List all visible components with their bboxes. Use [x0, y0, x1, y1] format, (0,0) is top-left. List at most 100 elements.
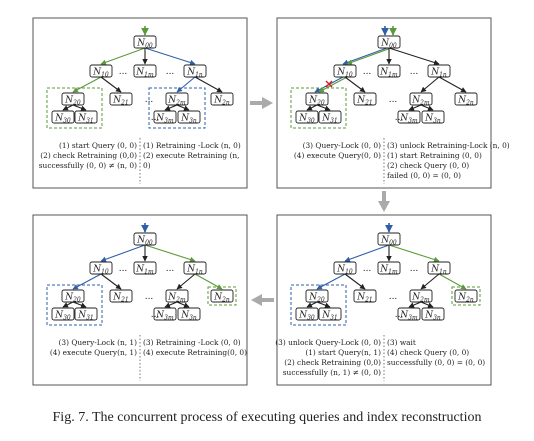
- tree-node-N3n: N3n: [177, 307, 201, 322]
- node-label: N2m: [167, 293, 186, 304]
- tree-node-N1m: N1m: [133, 64, 157, 79]
- node-label: N1n: [430, 265, 447, 276]
- tree-node-N1m: N1m: [133, 261, 157, 276]
- tree-edge: [62, 104, 74, 111]
- step-text-left: (3) Query-Lock (n, 1): [59, 338, 138, 347]
- step-text-left: successfully (n, 1) ≠ (0, 0): [283, 368, 381, 377]
- tree-node-N30: N30: [51, 307, 75, 322]
- tree-edge: [344, 76, 366, 93]
- node-label: N3m: [399, 114, 418, 125]
- node-label: N10: [92, 68, 109, 79]
- tree-edge: [344, 244, 390, 262]
- tree-edge: [420, 301, 434, 308]
- step-text-left: (3) unlock Query-Lock (0, 0): [275, 338, 381, 347]
- tree-edge: [420, 104, 434, 111]
- tree-node-N31: N31: [74, 110, 98, 125]
- tree-edge: [318, 76, 348, 93]
- tree-edge: [306, 301, 318, 308]
- node-label: N00: [380, 39, 397, 50]
- panel-3-frame: [276, 214, 492, 386]
- tree-edge: [100, 47, 146, 65]
- process-arrow-left: [251, 294, 274, 306]
- node-label: N00: [136, 236, 153, 247]
- node-label: N2m: [411, 293, 430, 304]
- tree-node-N31: N31: [74, 307, 98, 322]
- tree-node-N30: N30: [295, 110, 319, 125]
- step-text-left: (4) execute Query(0, 0): [294, 151, 381, 160]
- tree-node-N1m: N1m: [377, 261, 401, 276]
- tree-edge: [72, 76, 102, 93]
- tree-node-N3n: N3n: [177, 110, 201, 125]
- tree-edge: [144, 244, 196, 263]
- tree-edge: [194, 273, 223, 290]
- tree-node-N2n: N2n: [210, 92, 234, 107]
- blocked-cross-icon: [325, 80, 333, 88]
- tree-edge: [408, 104, 422, 111]
- tree-node-N20: N20: [61, 289, 85, 304]
- panel-1-frame: [32, 17, 248, 189]
- node-label: N3m: [155, 114, 174, 125]
- tree-edge: [420, 273, 440, 290]
- node-label: N1n: [186, 68, 203, 79]
- tree-edge: [346, 47, 392, 65]
- tree-edge: [164, 301, 178, 308]
- step-text-left: (3) Query-Lock (0, 0): [303, 141, 382, 150]
- tree-edge: [438, 273, 467, 290]
- subtree-box: [290, 87, 347, 129]
- tree-edge: [194, 76, 223, 93]
- node-label: N1m: [135, 265, 154, 276]
- tree-edge: [316, 301, 331, 308]
- tree-node-N2m: N2m: [165, 92, 189, 107]
- tree-node-N2n: N2n: [454, 92, 478, 107]
- node-label: N31: [77, 311, 94, 322]
- node-label: N2n: [457, 293, 474, 304]
- step-text-right: failed (0, 0) = (0, 0): [387, 171, 461, 180]
- tree-node-N10: N10: [333, 64, 357, 79]
- tree-node-N1n: N1n: [183, 64, 207, 79]
- node-label: N21: [356, 293, 373, 304]
- node-label: N30: [54, 114, 71, 125]
- tree-node-N1n: N1n: [183, 261, 207, 276]
- node-label: N00: [380, 236, 397, 247]
- ellipsis: ...: [389, 292, 398, 302]
- step-text-left: (2) check Retraining (0,0): [284, 358, 381, 367]
- subtree-box: [46, 87, 103, 129]
- tree-node-N2m: N2m: [409, 289, 433, 304]
- node-label: N30: [54, 311, 71, 322]
- node-label: N1n: [186, 265, 203, 276]
- tree-node-N10: N10: [89, 261, 113, 276]
- node-label: N20: [308, 96, 325, 107]
- tree-node-N00: N00: [377, 232, 401, 247]
- node-label: N31: [321, 114, 338, 125]
- node-label: N20: [64, 96, 81, 107]
- tree-node-N3m: N3m: [397, 307, 421, 322]
- step-text-right: (4) execute Retraining(0, 0): [143, 348, 247, 357]
- ellipsis: ...: [166, 67, 175, 77]
- tree-edge: [306, 104, 318, 111]
- ellipsis: ...: [389, 95, 398, 105]
- tree-node-N2m: N2m: [165, 289, 189, 304]
- tree-edge: [342, 47, 388, 65]
- tree-edge: [316, 104, 331, 111]
- tree-edge: [176, 301, 190, 308]
- tree-edge: [408, 301, 422, 308]
- ellipsis: ...: [145, 292, 154, 302]
- tree-node-N2n: N2n: [210, 289, 234, 304]
- tree-node-N10: N10: [333, 261, 357, 276]
- panel-4-frame: [32, 214, 248, 386]
- tree-edge: [176, 104, 190, 111]
- step-text-left: (1) start Query(n, 1): [305, 348, 381, 357]
- node-label: N30: [298, 311, 315, 322]
- tree-node-N21: N21: [109, 92, 133, 107]
- tree-node-N3m: N3m: [153, 110, 177, 125]
- ellipsis: ...: [119, 264, 128, 274]
- tree-node-N20: N20: [305, 289, 329, 304]
- tree-node-N31: N31: [318, 110, 342, 125]
- node-label: N1m: [379, 68, 398, 79]
- tree-edge: [100, 76, 122, 93]
- node-label: N3n: [180, 311, 197, 322]
